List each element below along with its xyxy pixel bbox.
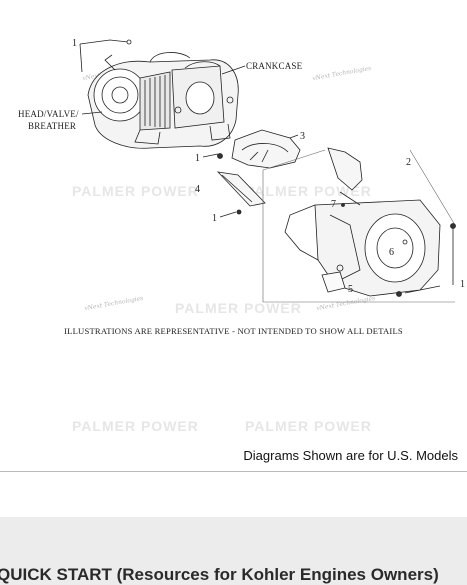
quick-start-heading: QUICK START (Resources for Kohler Engine… (0, 565, 439, 584)
callout-crankcase: CRANKCASE (246, 61, 303, 71)
callout-2: 2 (406, 157, 412, 168)
models-note: Diagrams Shown are for U.S. Models (243, 448, 458, 463)
watermark: PALMER POWER (72, 418, 199, 434)
callout-5: 5 (348, 284, 354, 295)
part-3-cover (231, 129, 301, 169)
callout-1: 1 (195, 153, 201, 164)
watermark: PALMER POWER (245, 418, 372, 434)
callout-3: 3 (300, 131, 306, 142)
callout-1: 1 (72, 38, 78, 49)
callout-head-valve-breather: BREATHER (28, 121, 77, 131)
part-5-guard (321, 264, 346, 293)
watermark: PALMER POWER (245, 183, 372, 199)
parts-diagram: PALMER POWER PALMER POWER PALMER POWER P… (18, 38, 466, 463)
callout-head-valve-breather: HEAD/VALVE/ (18, 109, 79, 119)
illustration-disclaimer: ILLUSTRATIONS ARE REPRESENTATIVE - NOT I… (64, 326, 403, 336)
part-4-baffle (216, 171, 266, 207)
engine-block (87, 52, 239, 149)
quick-start-section: QUICK START (Resources for Kohler Engine… (0, 517, 467, 585)
callout-1: 1 (460, 279, 466, 290)
section-divider (0, 471, 467, 472)
callout-4: 4 (195, 184, 201, 195)
watermark: PALMER POWER (72, 183, 199, 199)
engine-exploded-view (79, 39, 456, 303)
callout-7: 7 (331, 199, 337, 210)
watermark: PALMER POWER (175, 300, 302, 316)
callout-6: 6 (389, 247, 395, 258)
callout-1: 1 (212, 213, 218, 224)
part-2-blower-housing (284, 147, 441, 297)
